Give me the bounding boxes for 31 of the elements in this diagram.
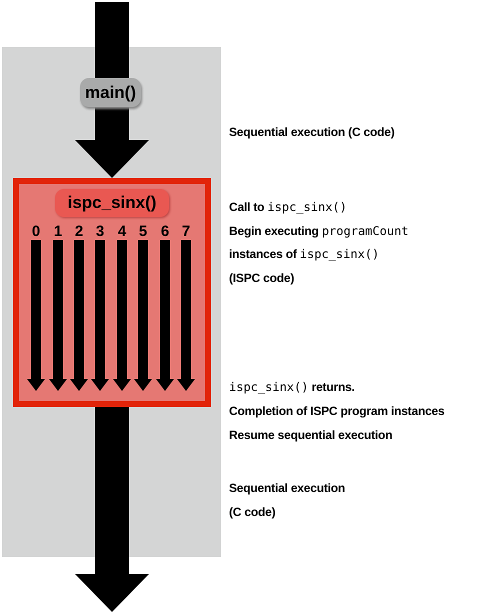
annotation-text: Resume sequential execution xyxy=(229,427,392,443)
instance-number: 1 xyxy=(51,224,65,240)
arrow xyxy=(49,240,67,391)
annotation-text: Begin executing programCount xyxy=(229,223,409,239)
instance-number: 6 xyxy=(158,224,172,240)
arrow xyxy=(134,240,152,391)
annotation-text: ispc_sinx() returns. xyxy=(229,379,355,395)
instance-number: 5 xyxy=(136,224,150,240)
annotation-text: Call to ispc_sinx() xyxy=(229,199,347,215)
arrow xyxy=(27,240,45,391)
instance-number: 4 xyxy=(115,224,129,240)
annotation-text: Sequential execution xyxy=(229,480,346,496)
arrow xyxy=(91,240,109,391)
instance-number: 3 xyxy=(93,224,107,240)
arrow xyxy=(75,107,149,178)
function-name-label: ispc_sinx() xyxy=(55,189,169,217)
annotation-text: (ISPC code) xyxy=(229,270,294,286)
annotation-text: instances of ispc_sinx() xyxy=(229,246,380,262)
annotation-text: (C code) xyxy=(229,504,276,520)
instance-number: 2 xyxy=(72,224,86,240)
arrow xyxy=(177,240,195,391)
function-label: main() xyxy=(80,78,141,107)
arrow xyxy=(156,240,174,391)
instance-number: 7 xyxy=(179,224,193,240)
arrow xyxy=(113,240,131,391)
arrow xyxy=(70,240,88,391)
annotation-text: Sequential execution (C code) xyxy=(229,124,395,140)
arrow xyxy=(95,2,129,78)
annotation-text: Completion of ISPC program instances xyxy=(229,403,444,419)
instance-number: 0 xyxy=(29,224,43,240)
arrow xyxy=(75,407,149,612)
